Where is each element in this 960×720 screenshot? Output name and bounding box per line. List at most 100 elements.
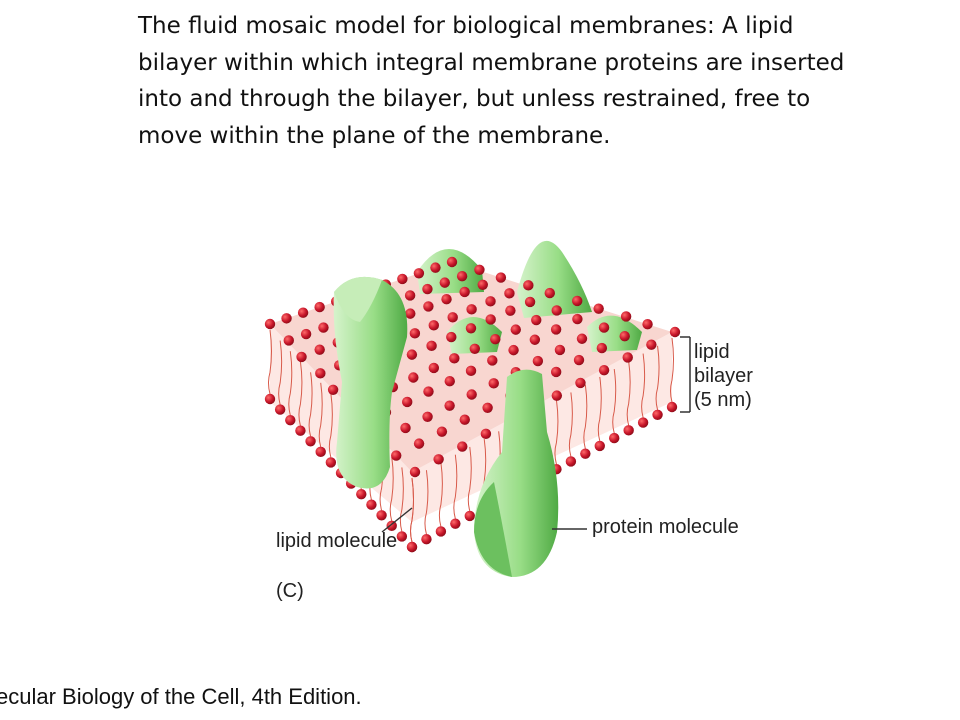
lipid-head bbox=[531, 314, 542, 326]
lipid-head bbox=[619, 330, 630, 342]
lipid-tail bbox=[438, 462, 443, 527]
lipid-head bbox=[447, 312, 458, 323]
lipid-head bbox=[666, 401, 678, 413]
lipid-head bbox=[551, 390, 563, 401]
lipid-head bbox=[550, 366, 562, 378]
lipid-head bbox=[386, 520, 397, 532]
lipid-head bbox=[391, 450, 402, 461]
lipid-head bbox=[598, 364, 610, 376]
lipid-head bbox=[409, 466, 421, 478]
lipid-tail bbox=[318, 382, 323, 447]
lipid-head bbox=[315, 368, 326, 379]
lipid-head bbox=[444, 400, 455, 411]
source-credit: ecular Biology of the Cell, 4th Edition. bbox=[0, 684, 362, 709]
lipid-head bbox=[376, 510, 387, 521]
lipid-head bbox=[529, 334, 541, 345]
protein-transmembrane-front bbox=[474, 369, 559, 577]
caption-text: The fluid mosaic model for biological me… bbox=[138, 13, 845, 149]
lipid-head bbox=[315, 446, 326, 458]
lipid-head bbox=[356, 488, 367, 500]
lipid-head bbox=[551, 305, 562, 316]
lipid-head bbox=[505, 305, 516, 316]
lipid-head bbox=[594, 440, 605, 452]
protein-mid bbox=[447, 317, 502, 354]
lipid-head bbox=[622, 352, 633, 363]
lipid-head bbox=[550, 324, 562, 335]
lipid-tail bbox=[641, 353, 646, 418]
lipid-head bbox=[400, 422, 411, 434]
lipid-head bbox=[572, 295, 583, 307]
lipid-head bbox=[459, 414, 470, 425]
lipid-head bbox=[646, 339, 657, 350]
lipid-head bbox=[297, 307, 309, 318]
lipid-head bbox=[523, 280, 534, 291]
lipid-head bbox=[283, 335, 294, 346]
lipid-tail bbox=[612, 369, 617, 434]
lipid-tail bbox=[328, 393, 333, 458]
lipid-head bbox=[469, 343, 480, 354]
bilayer-label: lipid bilayer (5 nm) bbox=[694, 340, 753, 412]
lipid-head bbox=[406, 541, 418, 553]
lipid-head bbox=[423, 386, 434, 397]
lipid-head bbox=[532, 355, 544, 367]
lipid-head bbox=[435, 526, 447, 537]
lipid-head bbox=[620, 311, 632, 322]
lipid-tail bbox=[424, 470, 429, 535]
lipid-head bbox=[488, 378, 499, 389]
lipid-tail bbox=[554, 400, 559, 465]
lipid-head bbox=[480, 428, 492, 440]
lipid-head bbox=[457, 441, 468, 452]
lipid-head bbox=[593, 303, 604, 314]
lipid-head bbox=[573, 354, 585, 366]
lipid-head bbox=[422, 411, 433, 423]
lipid-head bbox=[575, 377, 586, 389]
lipid-head bbox=[430, 262, 441, 273]
lipid-head bbox=[314, 301, 325, 313]
lipid-tail bbox=[626, 361, 631, 426]
lipid-tail bbox=[568, 392, 573, 457]
lipid-tail bbox=[308, 372, 313, 437]
lipid-head bbox=[423, 301, 434, 312]
lipid-head bbox=[637, 417, 649, 428]
lipid-head bbox=[441, 293, 452, 305]
lipid-head bbox=[508, 344, 519, 356]
lipid-head bbox=[404, 290, 416, 301]
lipid-head bbox=[421, 534, 432, 545]
lipid-head bbox=[623, 425, 634, 436]
lipid-head bbox=[366, 499, 377, 510]
lipid-head bbox=[428, 320, 439, 331]
lipid-head bbox=[402, 396, 413, 408]
lipid-head bbox=[264, 393, 276, 405]
lipid-tail bbox=[288, 351, 293, 416]
lipid-head bbox=[482, 402, 493, 413]
lipid-head bbox=[572, 313, 583, 325]
lipid-head bbox=[465, 323, 477, 334]
lipid-head bbox=[405, 308, 416, 319]
lipid-head bbox=[300, 328, 312, 340]
lipid-head bbox=[409, 328, 421, 339]
lipid-head bbox=[444, 376, 455, 387]
lipid-head bbox=[305, 436, 316, 447]
lipid-head bbox=[264, 318, 276, 330]
lipid-head bbox=[652, 409, 663, 420]
lipid-tail bbox=[583, 384, 588, 449]
lipid-tail bbox=[389, 456, 394, 521]
protein-molecule-label: protein molecule bbox=[592, 516, 739, 538]
lipid-head bbox=[554, 344, 566, 356]
lipid-head bbox=[464, 510, 475, 522]
lipid-tail bbox=[597, 376, 602, 442]
lipid-head bbox=[413, 268, 425, 279]
lipid-molecule-pointer bbox=[381, 507, 413, 533]
lipid-head bbox=[325, 457, 337, 468]
lipid-tail bbox=[278, 340, 283, 405]
lipid-head bbox=[428, 362, 440, 374]
protein-back-left bbox=[417, 248, 484, 294]
panel-label: (C) bbox=[276, 580, 304, 602]
lipid-head bbox=[318, 322, 329, 333]
lipid-head bbox=[436, 426, 448, 437]
lipid-head bbox=[446, 331, 457, 343]
lipid-head bbox=[408, 372, 419, 383]
lipid-head bbox=[524, 296, 536, 308]
lipid-head bbox=[449, 353, 460, 364]
bilayer-label-line2: bilayer bbox=[694, 365, 753, 387]
